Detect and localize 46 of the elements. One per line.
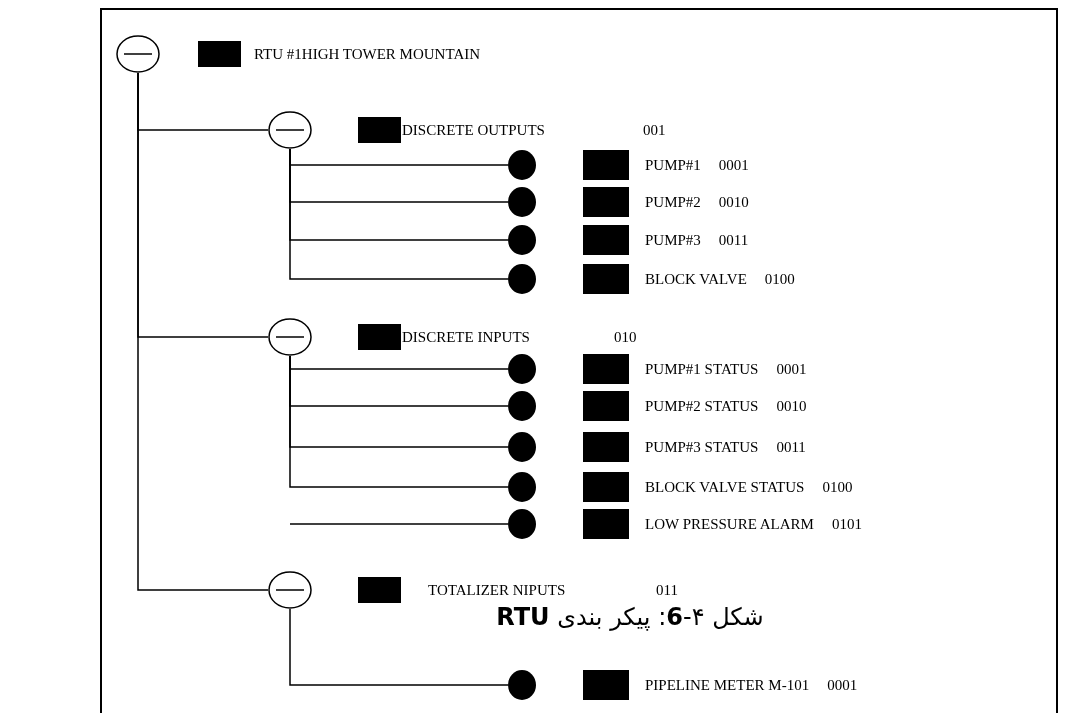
item-code: 0010 [776,396,807,416]
connector-line [289,355,509,488]
item-code: 0001 [718,155,749,175]
point-dot [508,391,536,421]
point-dot [508,432,536,462]
item-name: PUMP#1 [645,155,701,175]
point-dot [508,150,536,180]
item-name: DISCRETE OUTPUTS [402,121,545,139]
connector-line [289,148,509,280]
item-code: 0010 [718,192,749,212]
item-name: PUMP#3 [645,230,701,250]
item-name: PUMP#2 [645,192,701,212]
collapse-circle [268,111,312,149]
item-name: LOW PRESSURE ALARM [645,514,814,534]
collapse-circle [268,318,312,356]
item-code: 011 [656,581,678,599]
item-code: 0001 [827,675,858,695]
item-code: 010 [614,328,637,346]
point-dot [508,354,536,384]
item-code: 001 [643,121,666,139]
point-dot [508,509,536,539]
item-name: PUMP#2 STATUS [645,396,759,416]
collapse-circle [268,571,312,609]
item-code: 0011 [718,230,749,250]
point-dot [508,225,536,255]
item-name: PUMP#3 STATUS [645,437,759,457]
point-dot [508,472,536,502]
item-name: BLOCK VALVE [645,269,747,289]
item-name: RTU #1HIGH TOWER MOUNTAIN [254,45,481,63]
item-name: PUMP#1 STATUS [645,359,759,379]
point-dot [508,264,536,294]
item-code: 0001 [776,359,807,379]
connector-line [289,523,509,525]
connector-line [289,608,509,686]
item-code: 0101 [831,514,862,534]
collapse-circle [116,35,160,73]
item-code: 0011 [776,437,806,457]
point-dot [508,670,536,700]
item-name: TOTALIZER NIPUTS [428,581,566,599]
item-code: 0100 [764,269,795,289]
item-code: 0100 [822,477,853,497]
connector-line [137,72,269,591]
item-name: BLOCK VALVE STATUS [645,477,805,497]
point-dot [508,187,536,217]
item-name: DISCRETE INPUTS [402,328,530,346]
item-name: PIPELINE METER M-101 [645,675,810,695]
